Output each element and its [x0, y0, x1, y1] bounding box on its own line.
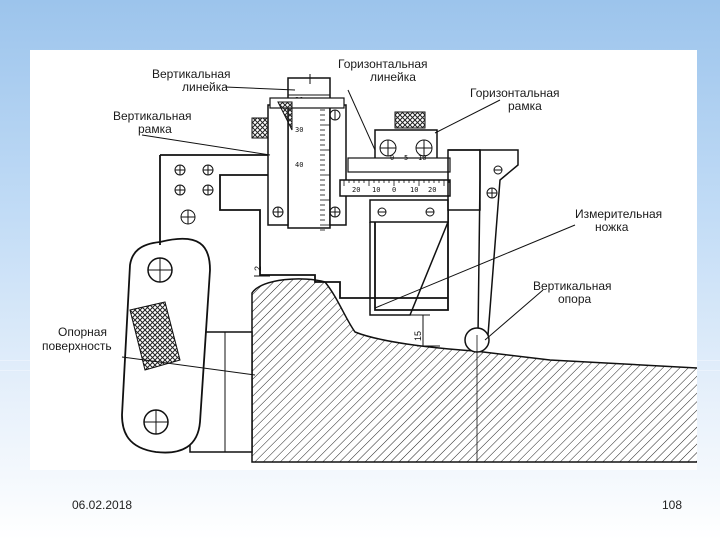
svg-text:15: 15	[413, 331, 423, 341]
label-support-surface: поверхность	[42, 339, 112, 353]
svg-text:0: 0	[392, 186, 396, 194]
label-vertical-frame: Вертикальная	[113, 109, 192, 123]
svg-text:10: 10	[410, 186, 418, 194]
gauge-diagram: 20 30 40 0 5 10 20 10	[30, 50, 697, 470]
svg-text:2: 2	[253, 266, 263, 271]
svg-text:0: 0	[390, 154, 394, 162]
measuring-leg	[369, 199, 449, 316]
labels: Вертикальная линейка Горизонтальная лине…	[42, 57, 662, 353]
rail-head	[251, 278, 697, 463]
label-horizontal-frame: Горизонтальная	[470, 86, 560, 100]
label-support-surface: Опорная	[58, 325, 107, 339]
svg-text:20: 20	[428, 186, 436, 194]
label-measuring-leg: ножка	[595, 220, 629, 234]
label-vertical-support: Вертикальная	[533, 279, 612, 293]
svg-text:10: 10	[418, 154, 426, 162]
label-vertical-support: опора	[558, 292, 592, 306]
label-measuring-leg: Измерительная	[575, 207, 662, 221]
label-horizontal-ruler: линейка	[370, 70, 416, 84]
label-vertical-ruler: Вертикальная	[152, 67, 231, 81]
svg-text:10: 10	[372, 186, 380, 194]
svg-text:5: 5	[404, 154, 408, 162]
dimension-15: 15	[410, 314, 440, 347]
main-body	[159, 154, 449, 311]
label-vertical-ruler: линейка	[182, 80, 228, 94]
handle	[121, 237, 211, 454]
footer-date: 06.02.2018	[72, 498, 133, 512]
label-horizontal-frame: рамка	[508, 99, 542, 113]
label-horizontal-ruler: Горизонтальная	[338, 57, 428, 71]
vertical-support	[447, 149, 519, 462]
horizontal-ruler: 0 5 10 20 10 0 10 20	[339, 154, 451, 197]
page-number: 108	[662, 498, 683, 512]
dimension-2: 2	[253, 258, 270, 277]
svg-text:40: 40	[295, 161, 303, 169]
leader-lines	[121, 86, 576, 376]
svg-text:20: 20	[352, 186, 360, 194]
label-vertical-frame: рамка	[138, 122, 172, 136]
svg-text:30: 30	[295, 126, 303, 134]
